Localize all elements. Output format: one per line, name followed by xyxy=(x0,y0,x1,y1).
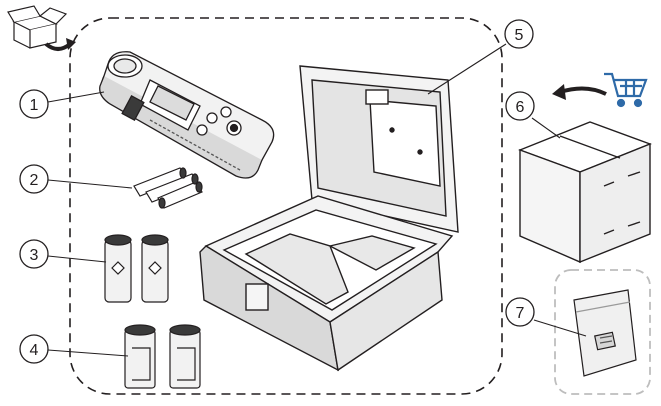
callout-1: 1 xyxy=(19,89,49,119)
shopping-cart-icon xyxy=(604,72,648,108)
carrying-case xyxy=(199,65,459,372)
shipping-box xyxy=(518,121,652,264)
reagent-packet xyxy=(573,289,637,377)
batteries xyxy=(133,167,203,209)
leader-line-7 xyxy=(533,319,587,337)
callout-5: 5 xyxy=(504,19,534,49)
colorimeter-meter xyxy=(99,51,275,179)
leader-line-1 xyxy=(47,91,105,103)
callout-label-1: 1 xyxy=(30,97,39,114)
callout-label-6: 6 xyxy=(516,99,525,116)
callout-label-3: 3 xyxy=(30,247,39,264)
curved-arrow-icon xyxy=(44,38,76,51)
callout-label-4: 4 xyxy=(30,342,39,359)
callout-label-7: 7 xyxy=(516,305,525,322)
leader-line-4 xyxy=(47,349,129,357)
callout-7: 7 xyxy=(505,297,535,327)
callout-4: 4 xyxy=(19,334,49,364)
leader-lines xyxy=(47,43,587,357)
sample-cells xyxy=(104,234,169,303)
callout-6: 6 xyxy=(505,91,535,121)
callout-3: 3 xyxy=(19,239,49,269)
open-box-icon xyxy=(7,5,68,49)
leader-line-5 xyxy=(427,43,507,95)
return-arrow-icon xyxy=(552,84,607,100)
callout-label-2: 2 xyxy=(30,172,39,189)
leader-line-6 xyxy=(531,117,561,139)
cell-adapters xyxy=(124,324,201,389)
reagent-packet-boundary xyxy=(554,269,651,395)
leader-line-2 xyxy=(47,179,133,189)
callout-label-5: 5 xyxy=(515,27,524,44)
kit-boundary xyxy=(69,17,503,395)
callout-2: 2 xyxy=(19,164,49,194)
leader-line-3 xyxy=(47,255,107,263)
